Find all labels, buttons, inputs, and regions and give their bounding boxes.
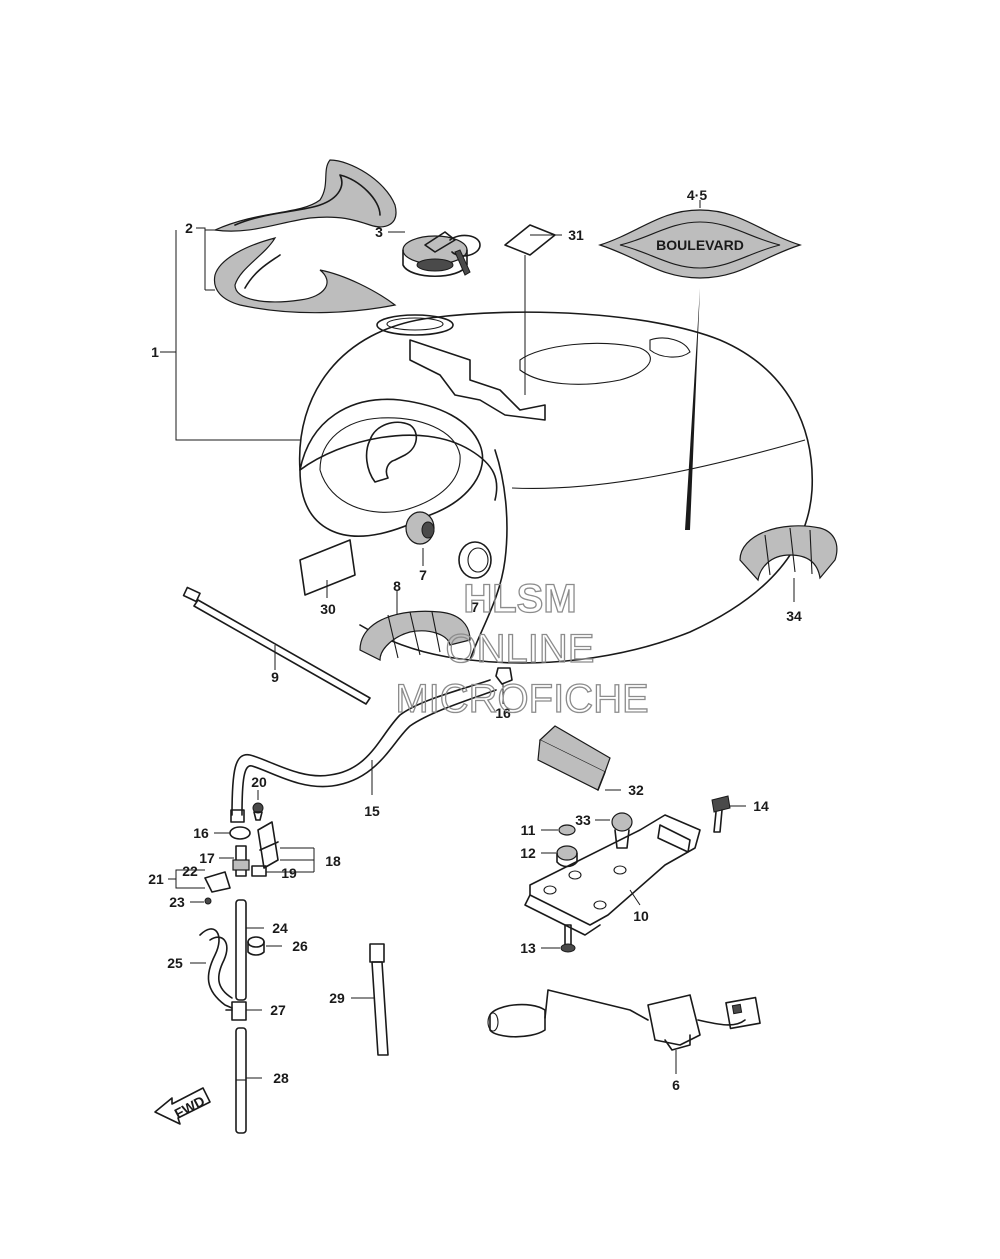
- callout-14: 14: [753, 798, 769, 814]
- info-label: [299, 539, 356, 596]
- cushion-7a: [405, 511, 435, 545]
- callout-29: 29: [329, 990, 345, 1006]
- valve-17: [232, 845, 250, 877]
- cap-26: [247, 936, 265, 956]
- cushion-7b: [458, 541, 492, 579]
- callout-23: 23: [169, 894, 185, 910]
- caution-label: [504, 224, 556, 256]
- leader-lines: [160, 200, 795, 1079]
- breather-hose-15: [230, 679, 497, 823]
- callout-19: 19: [281, 865, 297, 881]
- fuel-tank: [298, 311, 814, 664]
- mounting-bracket-10: [524, 814, 701, 936]
- bolt-14: [711, 795, 731, 833]
- hose-25: [199, 928, 233, 1009]
- callout-32: 32: [628, 782, 644, 798]
- callout-10: 10: [633, 908, 649, 924]
- callout-21: 21: [148, 871, 164, 887]
- watermark: HLSM ONLINE MICROFICHE: [395, 576, 650, 721]
- fwd-label: FWD: [172, 1093, 208, 1122]
- callout-17: 17: [199, 850, 215, 866]
- fitting-19: [251, 865, 267, 877]
- callout-27: 27: [270, 1002, 286, 1018]
- callout-7a: 7: [419, 567, 427, 583]
- callout-18: 18: [325, 853, 341, 869]
- damper-33: [611, 812, 633, 849]
- callout-4-5: 4·5: [687, 187, 707, 203]
- joint-27: [225, 1001, 247, 1021]
- watermark-line-3: MICROFICHE: [395, 677, 648, 721]
- cushion-32: [537, 725, 611, 791]
- callout-25: 25: [167, 955, 183, 971]
- bracket-18: [257, 821, 279, 869]
- emblem-pointer: [685, 288, 700, 530]
- callout-11: 11: [521, 822, 536, 838]
- fuel-level-sender-6: [487, 989, 761, 1051]
- hose-clip-16-upper: [495, 667, 513, 685]
- fuel-cap: [402, 231, 481, 278]
- boulevard-emblem: BOULEVARD: [598, 209, 802, 279]
- callout-16-upper: 16: [495, 705, 511, 721]
- cable-tie-29: [369, 943, 389, 1056]
- callout-1: 1: [151, 344, 159, 360]
- tank-side-trim: [299, 434, 498, 501]
- callout-9: 9: [271, 669, 279, 685]
- tank-cushion-8: [359, 610, 471, 661]
- callout-24: 24: [272, 920, 288, 936]
- callout-30: 30: [320, 601, 336, 617]
- callout-12: 12: [520, 845, 536, 861]
- callout-13: 13: [520, 940, 536, 956]
- bolt-13: [560, 924, 576, 953]
- callout-34: 34: [786, 608, 802, 624]
- callout-20: 20: [251, 774, 267, 790]
- screw-20: [252, 802, 264, 821]
- callout-labels: 1 2 3 4·5 31 7 7 8 30 34 9 16 15 20 16 1…: [148, 187, 802, 1093]
- callout-15: 15: [364, 803, 380, 819]
- cable-tie-9: [182, 586, 371, 705]
- clamp-22: [204, 871, 231, 893]
- tank-cushion-34: [739, 525, 838, 582]
- tank-stripe-decals: [212, 159, 397, 314]
- callout-22: 22: [182, 863, 198, 879]
- hose-24: [235, 899, 247, 1001]
- watermark-line-1: HLSM: [463, 577, 576, 621]
- callout-31: 31: [568, 227, 584, 243]
- screw-23: [204, 897, 212, 905]
- callout-6: 6: [672, 1077, 680, 1093]
- hose-28: [235, 1027, 247, 1134]
- clip-16-lower: [229, 826, 251, 840]
- callout-16-lower: 16: [193, 825, 209, 841]
- callout-28: 28: [273, 1070, 289, 1086]
- emblem-text: BOULEVARD: [656, 237, 744, 253]
- forward-direction-arrow: FWD: [154, 1087, 211, 1125]
- watermark-line-2: ONLINE: [446, 627, 595, 671]
- callout-3: 3: [375, 224, 383, 240]
- callout-26: 26: [292, 938, 308, 954]
- callout-33: 33: [575, 812, 591, 828]
- callout-7b: 7: [471, 599, 479, 615]
- callout-8: 8: [393, 578, 401, 594]
- collar-11: [558, 824, 576, 836]
- callout-2: 2: [185, 220, 193, 236]
